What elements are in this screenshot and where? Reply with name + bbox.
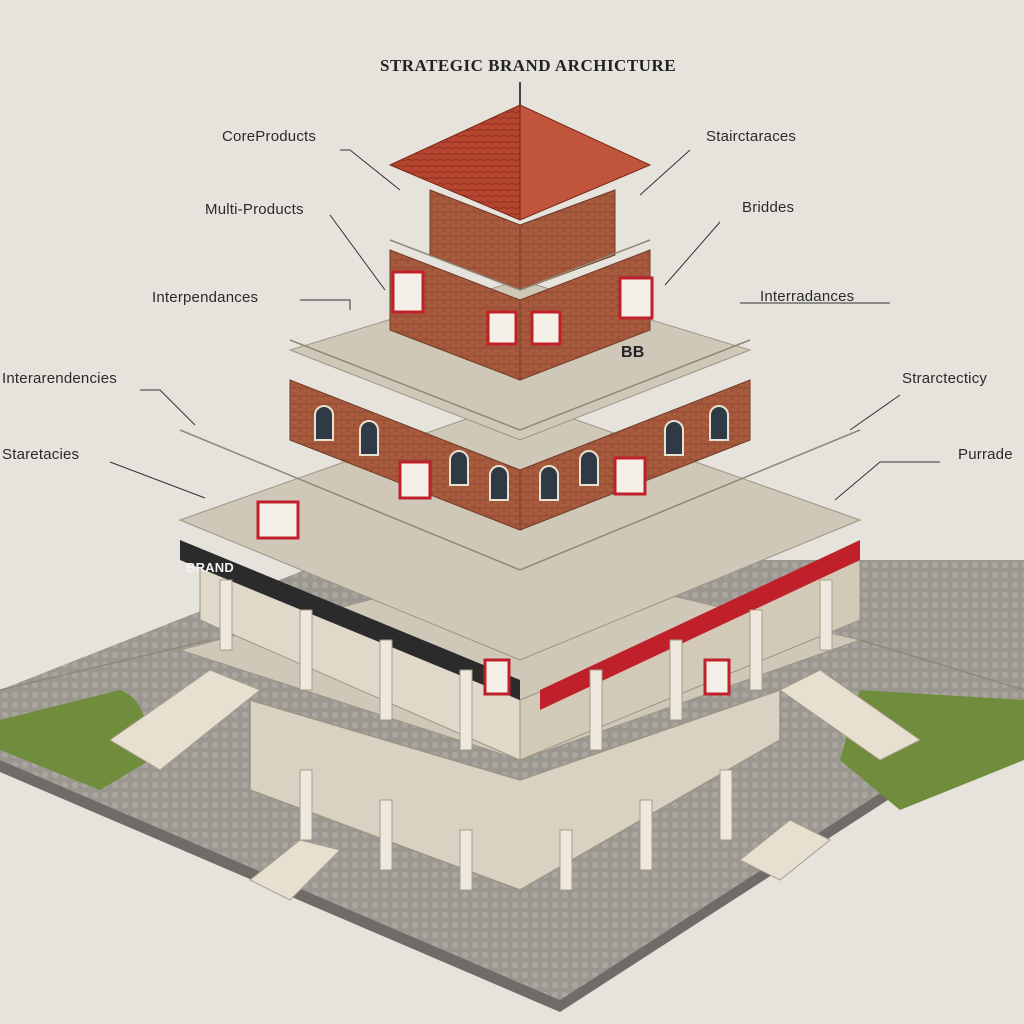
staircases <box>109 669 921 901</box>
label-stairctaraces: Stairctaraces <box>706 128 797 145</box>
podium-level <box>249 688 781 891</box>
arched-windows <box>314 405 729 501</box>
sign-brand: BRAND <box>186 560 234 575</box>
columns-front <box>219 579 833 891</box>
label-staretacies: Staretacies <box>2 446 80 463</box>
brand-band-dark <box>180 540 520 700</box>
diagram-title: STRATEGIC BRAND ARCHICTURE <box>380 56 677 75</box>
brand-band-red <box>540 540 860 710</box>
label-interpendances: Interpendances <box>152 289 259 306</box>
label-strarctecticy: Strarctecticy <box>902 370 988 387</box>
label-multi-products: Multi-Products <box>205 201 304 218</box>
roof-side <box>519 104 652 221</box>
sign-bb: BB <box>621 344 645 361</box>
label-interradances: Interradances <box>760 288 855 305</box>
ground-edge <box>0 700 1024 1012</box>
tower-side <box>519 249 651 381</box>
label-core-products: CoreProducts <box>222 128 317 145</box>
label-briddes: Briddes <box>742 199 795 216</box>
brand-signs <box>256 270 731 696</box>
left-lawn <box>0 690 150 790</box>
railings <box>0 239 1024 691</box>
tower-top-side <box>519 189 616 291</box>
callout-lines <box>109 149 940 501</box>
label-purrade: Purrade <box>958 446 1013 463</box>
brick-level-side <box>519 379 751 531</box>
label-interarendencies: Interarendencies <box>2 370 117 387</box>
